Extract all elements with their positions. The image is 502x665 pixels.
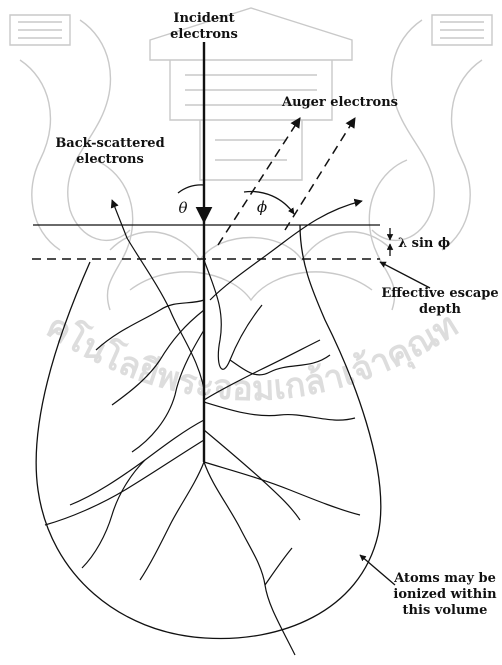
theta-symbol: θ [178, 199, 187, 217]
auger-arrow-right [285, 118, 355, 230]
atoms-label-line3: this volume [403, 603, 488, 618]
interaction-volume-outline [36, 225, 381, 639]
emitted-electron-track [210, 201, 362, 300]
atoms-leader [360, 555, 395, 585]
atoms-label-line1: Atoms may be [393, 571, 496, 586]
auger-label: Auger electrons [281, 95, 398, 110]
scattering-tracks [45, 260, 360, 655]
escape-depth-label-line2: depth [419, 302, 461, 317]
theta-arc [178, 185, 204, 193]
escape-depth-leader [380, 262, 430, 288]
backscatter-label-line1: Back-scattered [55, 136, 164, 151]
incident-label-line1: Incident [173, 11, 234, 26]
phi-symbol: ϕ [257, 198, 267, 216]
escape-depth-label-line1: Effective escape [381, 286, 498, 301]
backscatter-label-line2: electrons [76, 152, 144, 167]
atoms-label-line2: ionized within [393, 587, 497, 602]
incident-label-line2: electrons [170, 27, 238, 42]
backscattered-electron-track [112, 200, 205, 395]
phi-arc [244, 192, 294, 214]
lambda-sin-phi-label: λ sin ϕ [398, 236, 450, 251]
